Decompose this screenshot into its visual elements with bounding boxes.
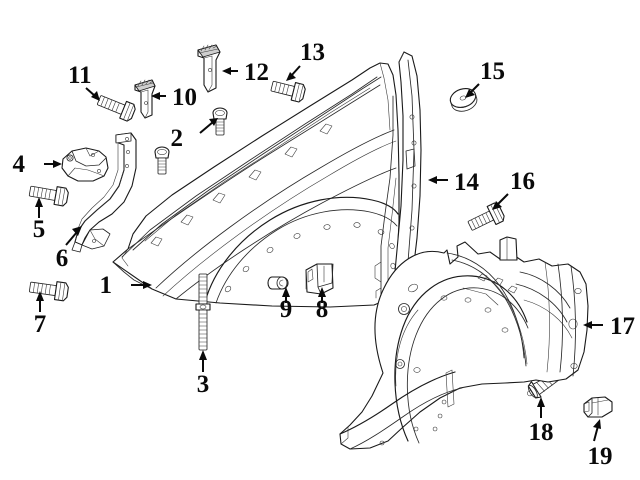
callout-label-14[interactable]: 14 — [454, 169, 480, 196]
part-fender-mounting-bracket[interactable] — [61, 147, 109, 182]
callout-label-2[interactable]: 2 — [171, 125, 184, 152]
callout-label-13[interactable]: 13 — [300, 39, 325, 66]
callout-label-9[interactable]: 9 — [280, 296, 293, 323]
part-fender-support-rail[interactable] — [71, 132, 137, 253]
part-body-plug-grommet[interactable] — [267, 276, 289, 290]
part-fender-bracket-small[interactable] — [134, 79, 156, 119]
part-liner-bolt[interactable] — [466, 202, 506, 235]
part-bracket-bolt[interactable] — [28, 182, 69, 207]
part-double-ended-stud[interactable] — [195, 273, 211, 351]
callout-label-19[interactable]: 19 — [588, 443, 613, 470]
part-fender-bracket-upper[interactable] — [197, 44, 221, 93]
callout-label-3[interactable]: 3 — [197, 371, 210, 398]
callout-label-12[interactable]: 12 — [244, 59, 269, 86]
callout-label-15[interactable]: 15 — [480, 58, 505, 85]
part-fender-bolt-upper[interactable] — [154, 107, 228, 175]
callout-label-10[interactable]: 10 — [172, 84, 197, 111]
part-fender-bolt-lower[interactable] — [29, 278, 69, 302]
part-bracket-bolt-upper-left[interactable] — [96, 92, 137, 123]
callout-label-1[interactable]: 1 — [100, 272, 113, 299]
callout-label-16[interactable]: 16 — [510, 168, 535, 195]
callout-label-7[interactable]: 7 — [34, 311, 47, 338]
callout-leader-lines — [35, 65, 603, 442]
callout-label-6[interactable]: 6 — [56, 245, 69, 272]
callout-label-5[interactable]: 5 — [33, 216, 46, 243]
part-liner-push-pin-retainer[interactable] — [583, 396, 613, 418]
part-bracket-bolt-upper-right[interactable] — [270, 77, 306, 103]
callout-numbers: 1 2 3 4 5 6 7 8 9 10 11 12 13 14 15 16 1… — [13, 39, 636, 470]
callout-label-18[interactable]: 18 — [529, 419, 554, 446]
callout-label-11[interactable]: 11 — [68, 62, 92, 89]
part-fender-retainer-clip[interactable] — [305, 263, 334, 295]
callout-label-4[interactable]: 4 — [13, 151, 26, 178]
callout-label-8[interactable]: 8 — [316, 296, 329, 323]
part-front-fender-panel[interactable] — [112, 62, 400, 308]
part-wheel-house-liner[interactable] — [339, 236, 589, 450]
callout-label-17[interactable]: 17 — [610, 313, 635, 340]
